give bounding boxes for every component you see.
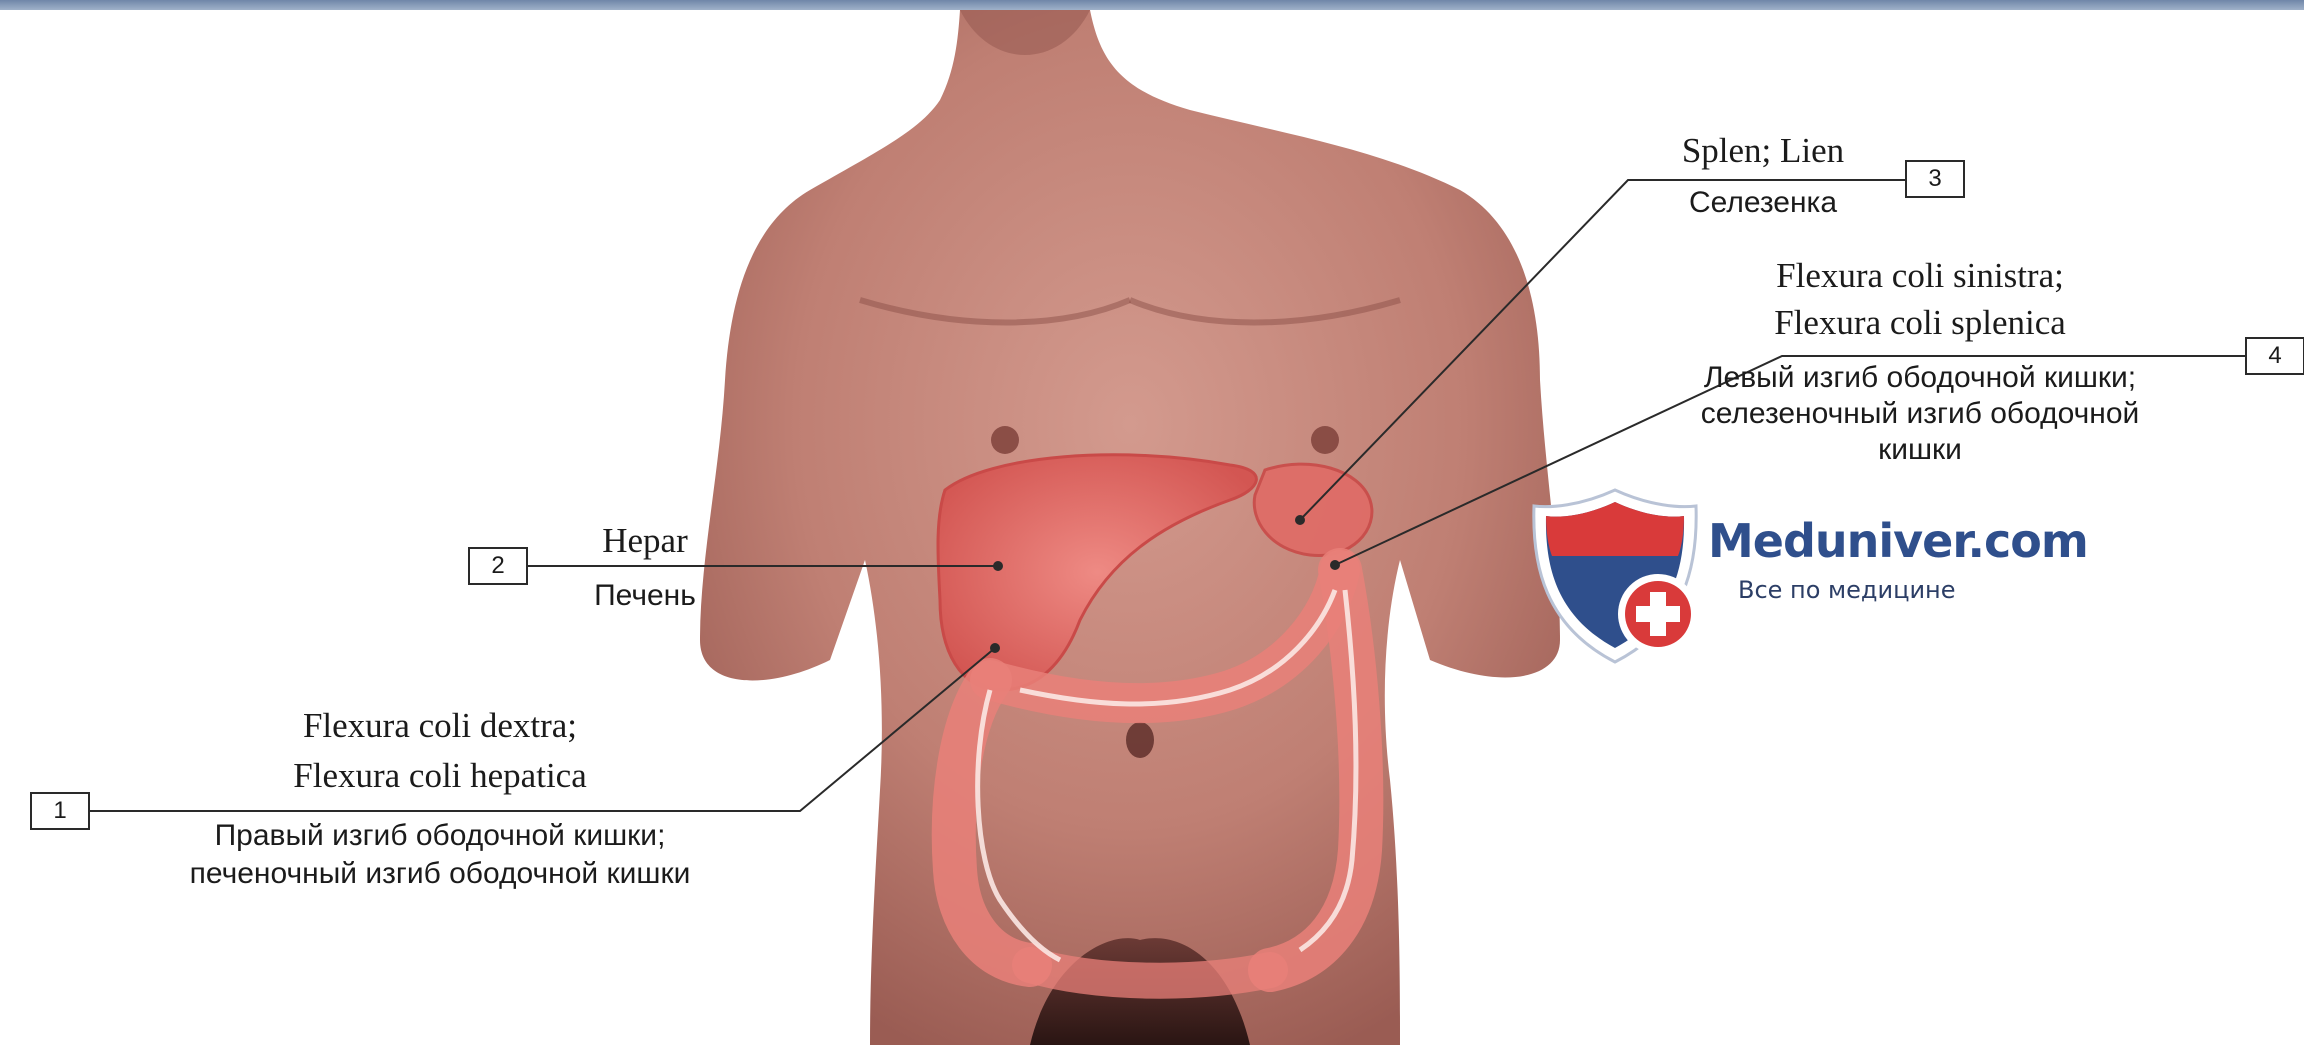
label-4-latin-line-1: Flexura coli sinistra; [1730, 253, 2110, 299]
label-3-latin: Splen; Lien [1628, 128, 1898, 174]
label-1-russian-line-1: Правый изгиб ободочной кишки; [100, 818, 780, 854]
site-tagline: Все по медицине [1738, 576, 1956, 604]
label-1-russian-line-2: печеночный изгиб ободочной кишки [100, 856, 780, 892]
label-1-latin-line-2: Flexura coli hepatica [200, 753, 680, 799]
label-4-latin-line-2: Flexura coli splenica [1730, 300, 2110, 346]
sigmoid-colon [1030, 965, 1270, 981]
label-2-russian: Печень [545, 578, 745, 614]
label-3-russian: Селезенка [1628, 185, 1898, 221]
label-2-number: 2 [468, 547, 528, 585]
label-4-russian-line-1: Левый изгиб ободочной кишки; [1600, 360, 2240, 396]
meduniver-logo: Meduniver.com Все по медицине [1530, 486, 2070, 666]
label-1-latin-line-1: Flexura coli dextra; [200, 703, 680, 749]
leader-dot-1 [990, 643, 1000, 653]
site-name: Meduniver.com [1708, 514, 2088, 568]
label-4-russian-line-2: селезеночный изгиб ободочной [1600, 396, 2240, 432]
leader-dot-3 [1295, 515, 1305, 525]
leader-dot-2 [993, 561, 1003, 571]
label-3-number: 3 [1905, 160, 1965, 198]
label-4-russian-line-3: кишки [1600, 432, 2240, 468]
label-1-number: 1 [30, 792, 90, 830]
shield-icon [1530, 486, 1700, 666]
label-4-number: 4 [2245, 337, 2304, 375]
label-2-latin: Hepar [545, 518, 745, 564]
leader-dot-4 [1330, 560, 1340, 570]
